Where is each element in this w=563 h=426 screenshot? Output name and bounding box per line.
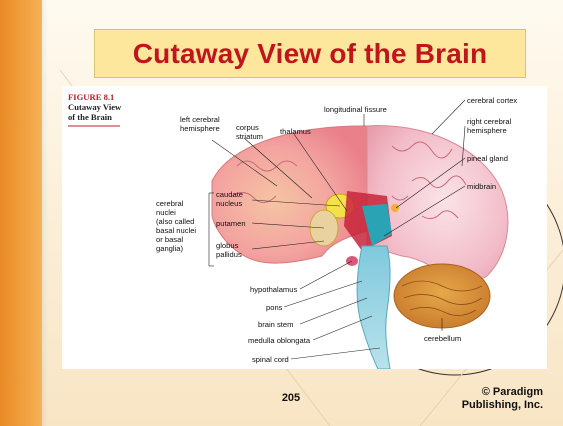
label-thalamus: thalamus <box>280 127 311 136</box>
label-globus-pallidus-2: pallidus <box>216 250 242 259</box>
label-cerebral-nuclei-6: ganglia) <box>156 244 183 253</box>
copyright-line2: Publishing, Inc. <box>462 399 543 412</box>
label-cerebral-nuclei-1: cerebral <box>156 199 184 208</box>
label-brain-stem: brain stem <box>258 320 293 329</box>
brain-shape <box>212 126 508 369</box>
label-putamen: putamen <box>216 219 246 228</box>
slide-title-box: Cutaway View of the Brain <box>94 29 526 78</box>
label-globus-pallidus-1: globus <box>216 241 239 250</box>
brain-illustration: FIGURE 8.1 Cutaway View of the Brain <box>62 86 547 369</box>
label-midbrain: midbrain <box>467 182 496 191</box>
label-pineal-gland: pineal gland <box>467 154 508 163</box>
label-left-cerebral-hemisphere-2: hemisphere <box>180 124 220 133</box>
label-corpus-striatum-2: striatum <box>236 132 263 141</box>
figure-caption-line1: Cutaway View <box>68 102 122 112</box>
label-cerebral-nuclei-5: or basal <box>156 235 183 244</box>
label-medulla-oblongata: medulla oblongata <box>248 336 311 345</box>
label-left-cerebral-hemisphere-1: left cerebral <box>180 115 220 124</box>
slide-title: Cutaway View of the Brain <box>133 38 488 70</box>
label-longitudinal-fissure: longitudinal fissure <box>324 105 387 114</box>
label-right-cerebral-hemisphere-2: hemisphere <box>467 126 507 135</box>
label-cerebellum: cerebellum <box>424 334 461 343</box>
label-pons: pons <box>266 303 283 312</box>
label-caudate-nucleus-2: nucleus <box>216 199 242 208</box>
label-caudate-nucleus-1: caudate <box>216 190 243 199</box>
figure-number: FIGURE 8.1 <box>68 92 114 102</box>
figure-caption-line2: of the Brain <box>68 112 112 122</box>
label-spinal-cord: spinal cord <box>252 355 289 364</box>
copyright-line1: © Paradigm <box>462 386 543 399</box>
label-cerebral-cortex: cerebral cortex <box>467 96 517 105</box>
brain-figure: FIGURE 8.1 Cutaway View of the Brain <box>62 86 547 369</box>
copyright-notice: © Paradigm Publishing, Inc. <box>462 386 543 412</box>
label-corpus-striatum-1: corpus <box>236 123 259 132</box>
page-number: 205 <box>261 392 321 404</box>
label-right-cerebral-hemisphere-1: right cerebral <box>467 117 512 126</box>
label-cerebral-nuclei-3: (also called <box>156 217 194 226</box>
label-cerebral-nuclei-4: basal nuclei <box>156 226 196 235</box>
label-hypothalamus: hypothalamus <box>250 285 297 294</box>
label-cerebral-nuclei-2: nuclei <box>156 208 176 217</box>
